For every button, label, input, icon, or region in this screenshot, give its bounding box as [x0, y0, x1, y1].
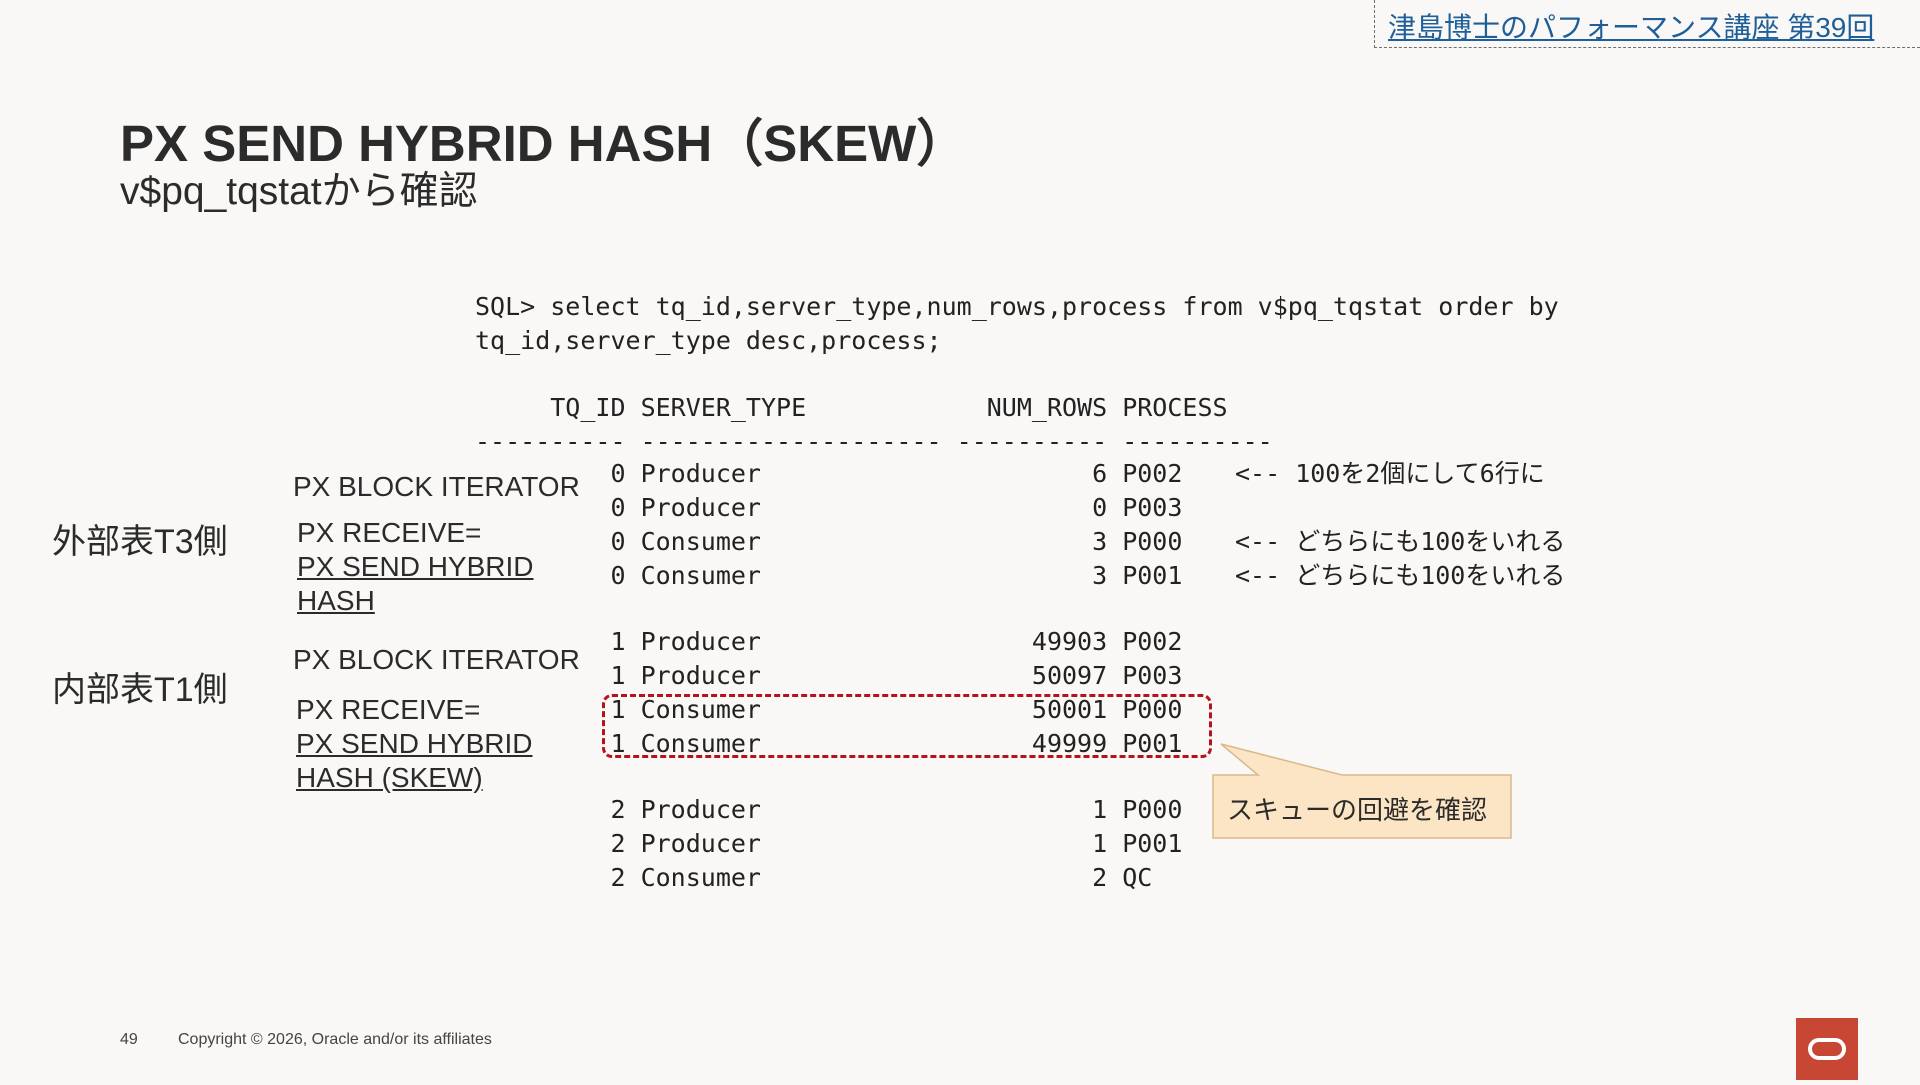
sql-statement: SQL> select tq_id,server_type,num_rows,p… — [475, 290, 1559, 358]
series-link[interactable]: 津島博士のパフォーマンス講座 第39回 — [1388, 12, 1875, 43]
skew-highlight-box — [602, 694, 1212, 758]
table-row: 0 Producer 0 P003 — [475, 493, 1183, 522]
table-row: 1 Consumer 49999 P001 — [475, 729, 1183, 758]
op-block-iterator: PX BLOCK ITERATOR — [293, 644, 580, 675]
sql-line-2: tq_id,server_type desc,process; — [475, 326, 942, 355]
row-note: <-- 100を2個にして6行に — [1235, 459, 1545, 488]
outer-table-label: 外部表T3側 — [52, 523, 228, 561]
page-title: PX SEND HYBRID HASH（SKEW） — [120, 115, 968, 172]
column-headers: TQ_ID SERVER_TYPE NUM_ROWS PROCESS — [475, 393, 1228, 422]
header-link-box — [1374, 0, 1920, 48]
op-send-line1: PX SEND HYBRID — [297, 551, 534, 582]
table-row: 2 Producer 1 P001 — [475, 829, 1183, 858]
op-send-line2: HASH (SKEW) — [296, 762, 483, 793]
oracle-logo — [1796, 1018, 1858, 1080]
row-note: <-- どちらにも100をいれる — [1235, 527, 1566, 556]
table-row: 0 Consumer 3 P000 — [475, 527, 1183, 556]
table-row: 1 Producer 50097 P003 — [475, 661, 1183, 690]
column-divider: ---------- -------------------- --------… — [475, 427, 1273, 456]
page-number: 49 — [120, 1031, 138, 1048]
op-send-line2: HASH — [297, 585, 375, 616]
table-row: 0 Producer 6 P002 — [475, 459, 1183, 488]
table-row: 1 Producer 49903 P002 — [475, 627, 1183, 656]
callout-text: スキューの回避を確認 — [1227, 795, 1488, 825]
copyright: Copyright © 2026, Oracle and/or its affi… — [178, 1031, 492, 1048]
row-note: <-- どちらにも100をいれる — [1235, 561, 1566, 590]
op-receive: PX RECEIVE= PX SEND HYBRID HASH (SKEW) — [296, 693, 533, 795]
table-row: 2 Producer 1 P000 — [475, 795, 1183, 824]
table-row: 0 Consumer 3 P001 — [475, 561, 1183, 590]
op-block-iterator: PX BLOCK ITERATOR — [293, 471, 580, 502]
op-receive-label: PX RECEIVE= — [296, 694, 481, 725]
table-row: 1 Consumer 50001 P000 — [475, 695, 1183, 724]
callout-shape — [1212, 743, 1512, 839]
op-receive-label: PX RECEIVE= — [297, 517, 482, 548]
table-header: TQ_ID SERVER_TYPE NUM_ROWS PROCESS -----… — [475, 391, 1273, 459]
sql-line-1: SQL> select tq_id,server_type,num_rows,p… — [475, 292, 1559, 321]
inner-table-label: 内部表T1側 — [52, 671, 228, 709]
oracle-logo-icon — [1808, 1038, 1846, 1060]
page-subtitle: v$pq_tqstatから確認 — [120, 170, 478, 213]
op-send-line1: PX SEND HYBRID — [296, 728, 533, 759]
table-row: 2 Consumer 2 QC — [475, 863, 1153, 892]
op-receive: PX RECEIVE= PX SEND HYBRID HASH — [297, 516, 534, 618]
